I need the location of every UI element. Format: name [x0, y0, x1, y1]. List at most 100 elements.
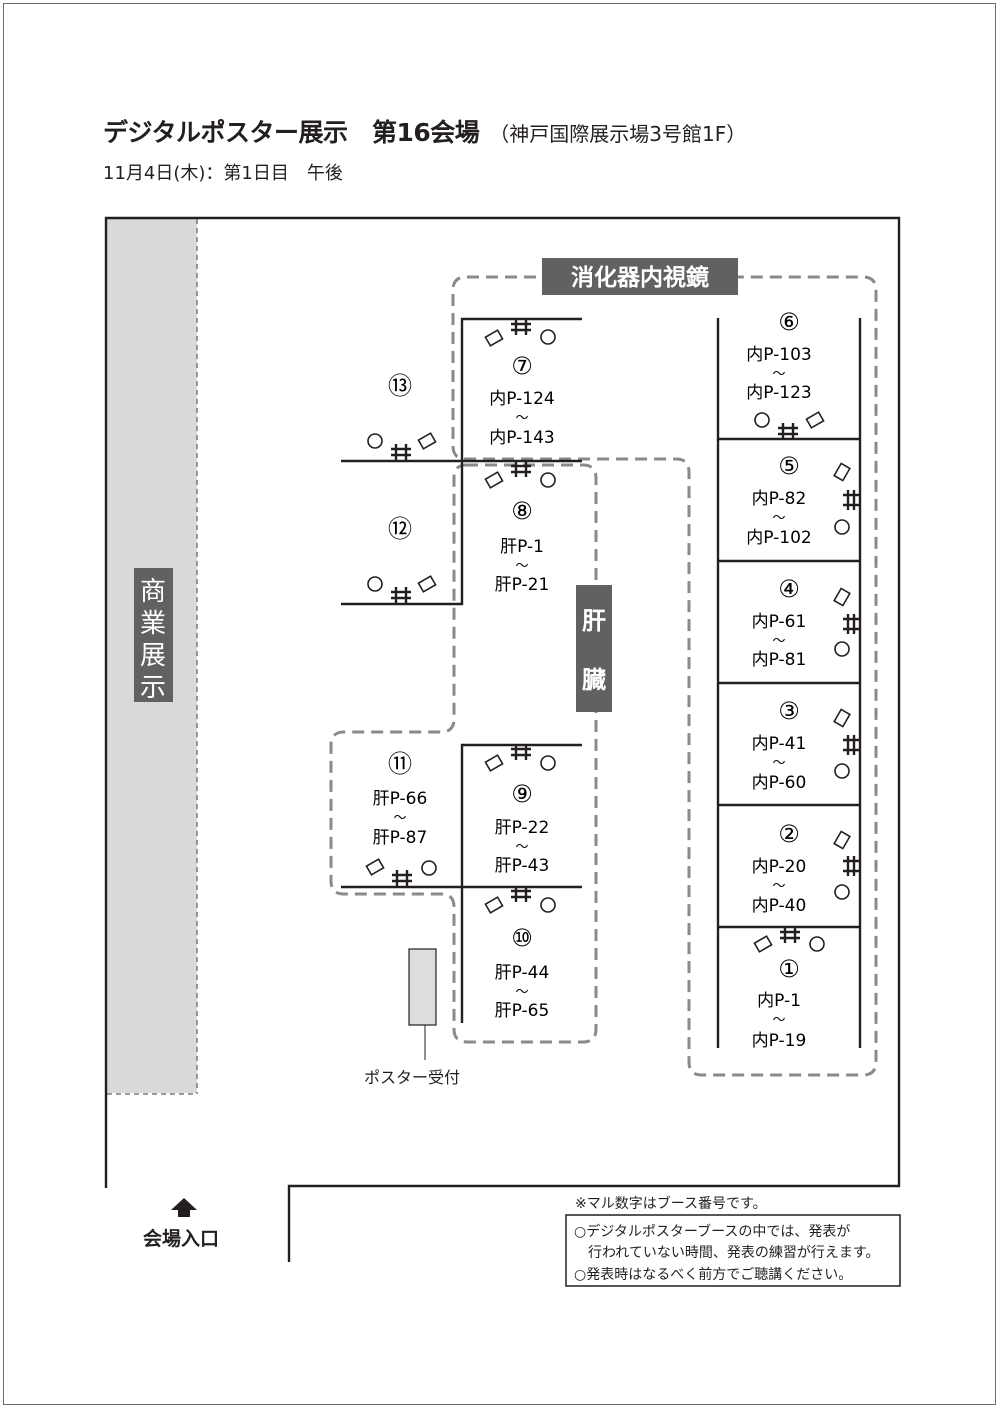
chair-icon	[390, 868, 414, 888]
booth-range-end: 内P-40	[752, 896, 807, 916]
note-line-3: ○発表時はなるべく前方でご聴講ください。	[574, 1267, 853, 1283]
booth-1: ① 内P-1 〜 内P-19	[752, 955, 807, 1051]
booth-range-end: 肝P-87	[373, 828, 428, 848]
circle-icon	[540, 897, 556, 913]
circle-icon	[834, 519, 850, 535]
booth-range-start: 内P-82	[752, 489, 807, 509]
title-venue: （神戸国際展示場3号館1F）	[489, 122, 747, 146]
circle-icon	[834, 884, 850, 900]
booth-range-start: 内P-20	[752, 857, 807, 877]
screen-icon	[484, 329, 504, 347]
range-mark: 〜	[772, 511, 785, 526]
circle-icon	[421, 860, 437, 876]
commercial-char-1: 商	[140, 577, 166, 607]
circle-icon	[834, 641, 850, 657]
circle-icon	[540, 755, 556, 771]
booth-number: ⑫	[388, 515, 412, 543]
booth-6: ⑥ 内P-103 〜 内P-123	[746, 308, 811, 403]
booth-range-start: 内P-61	[752, 612, 807, 632]
range-mark: 〜	[772, 634, 785, 649]
screen-icon	[833, 462, 851, 482]
booth-range-end: 内P-81	[752, 650, 807, 670]
circle-icon	[367, 433, 383, 449]
booth-number: ⑪	[388, 750, 412, 778]
booth-10: ⑩ 肝P-44 〜 肝P-65	[495, 924, 550, 1021]
notes-box	[565, 1214, 901, 1287]
booth-11: ⑪ 肝P-66 〜 肝P-87	[373, 750, 428, 848]
liver-label-1: 肝	[582, 607, 606, 635]
chair-icon	[389, 442, 413, 462]
screen-icon	[833, 708, 851, 728]
booth-range-end: 内P-19	[752, 1031, 807, 1051]
booth-number: ⑬	[388, 372, 412, 400]
note-line-2: 行われていない時間、発表の練習が行えます。	[574, 1245, 880, 1261]
range-mark: 〜	[515, 985, 528, 1000]
chair-icon	[509, 459, 533, 479]
screen-icon	[833, 830, 851, 850]
chair-icon	[841, 854, 861, 878]
booth-range-start: 内P-41	[752, 734, 807, 754]
endoscopy-label: 消化器内視鏡	[571, 264, 709, 291]
commercial-char-3: 展	[140, 641, 166, 671]
screen-icon	[484, 896, 504, 914]
chair-icon	[509, 317, 533, 337]
note-line-1: ○デジタルポスターブースの中では、発表が	[574, 1224, 851, 1240]
session-date: 11月4日(木)：第1日目 午後	[103, 163, 343, 184]
liver-label-box	[576, 585, 612, 712]
reception-label: ポスター受付	[364, 1068, 461, 1087]
entrance-arrow-icon	[171, 1198, 197, 1217]
entrance-label: 会場入口	[143, 1228, 220, 1250]
circle-icon	[540, 472, 556, 488]
booth-number: ③	[778, 697, 800, 725]
commercial-char-4: 示	[140, 673, 166, 703]
range-mark: 〜	[772, 367, 785, 382]
circle-icon	[754, 412, 770, 428]
booth-8: ⑧ 肝P-1 〜 肝P-21	[495, 497, 550, 595]
booth-range-end: 肝P-21	[495, 575, 550, 595]
booth-range-end: 肝P-65	[495, 1001, 550, 1021]
booth-range-start: 肝P-22	[495, 818, 550, 838]
screen-icon	[484, 754, 504, 772]
booth-13: ⑬	[388, 372, 412, 400]
title-main: デジタルポスター展示 第16会場	[103, 118, 480, 147]
booth-range-end: 内P-143	[489, 428, 554, 448]
chair-icon	[778, 925, 802, 945]
chair-icon	[389, 585, 413, 605]
circle-icon	[540, 329, 556, 345]
booth-number-note: ※マル数字はブース番号です。	[575, 1196, 767, 1212]
range-mark: 〜	[515, 840, 528, 855]
chair-icon	[841, 733, 861, 757]
page-frame	[3, 3, 996, 1405]
booth-range-start: 肝P-44	[495, 963, 550, 983]
liver-label-2: 臓	[582, 666, 606, 694]
booth-number: ⑥	[778, 308, 800, 336]
booth-range-start: 内P-124	[489, 389, 554, 409]
booth-range-start: 内P-1	[757, 991, 801, 1011]
range-mark: 〜	[515, 411, 528, 426]
booth-2: ② 内P-20 〜 内P-40	[752, 820, 807, 916]
circle-icon	[367, 576, 383, 592]
chair-icon	[841, 612, 861, 636]
chair-icon	[841, 488, 861, 512]
range-mark: 〜	[772, 879, 785, 894]
range-mark: 〜	[772, 756, 785, 771]
screen-icon	[417, 575, 437, 593]
commercial-label-box	[134, 568, 173, 702]
booth-number: ②	[778, 820, 800, 848]
booth-walls	[341, 317, 862, 1048]
screen-icon	[805, 411, 825, 429]
booth-number: ⑦	[511, 352, 533, 380]
screen-icon	[753, 935, 773, 953]
booth-range-end: 内P-102	[746, 528, 811, 548]
reception-desk	[408, 948, 437, 1026]
booth-number: ⑩	[511, 924, 533, 952]
booth-range-start: 内P-103	[746, 345, 811, 365]
booth-range-start: 肝P-1	[500, 537, 544, 557]
screen-icon	[833, 587, 851, 607]
booth-12: ⑫	[388, 515, 412, 543]
booth-range-end: 内P-123	[746, 383, 811, 403]
booth-number: ⑧	[511, 497, 533, 525]
screen-icon	[417, 432, 437, 450]
booth-number: ④	[778, 575, 800, 603]
